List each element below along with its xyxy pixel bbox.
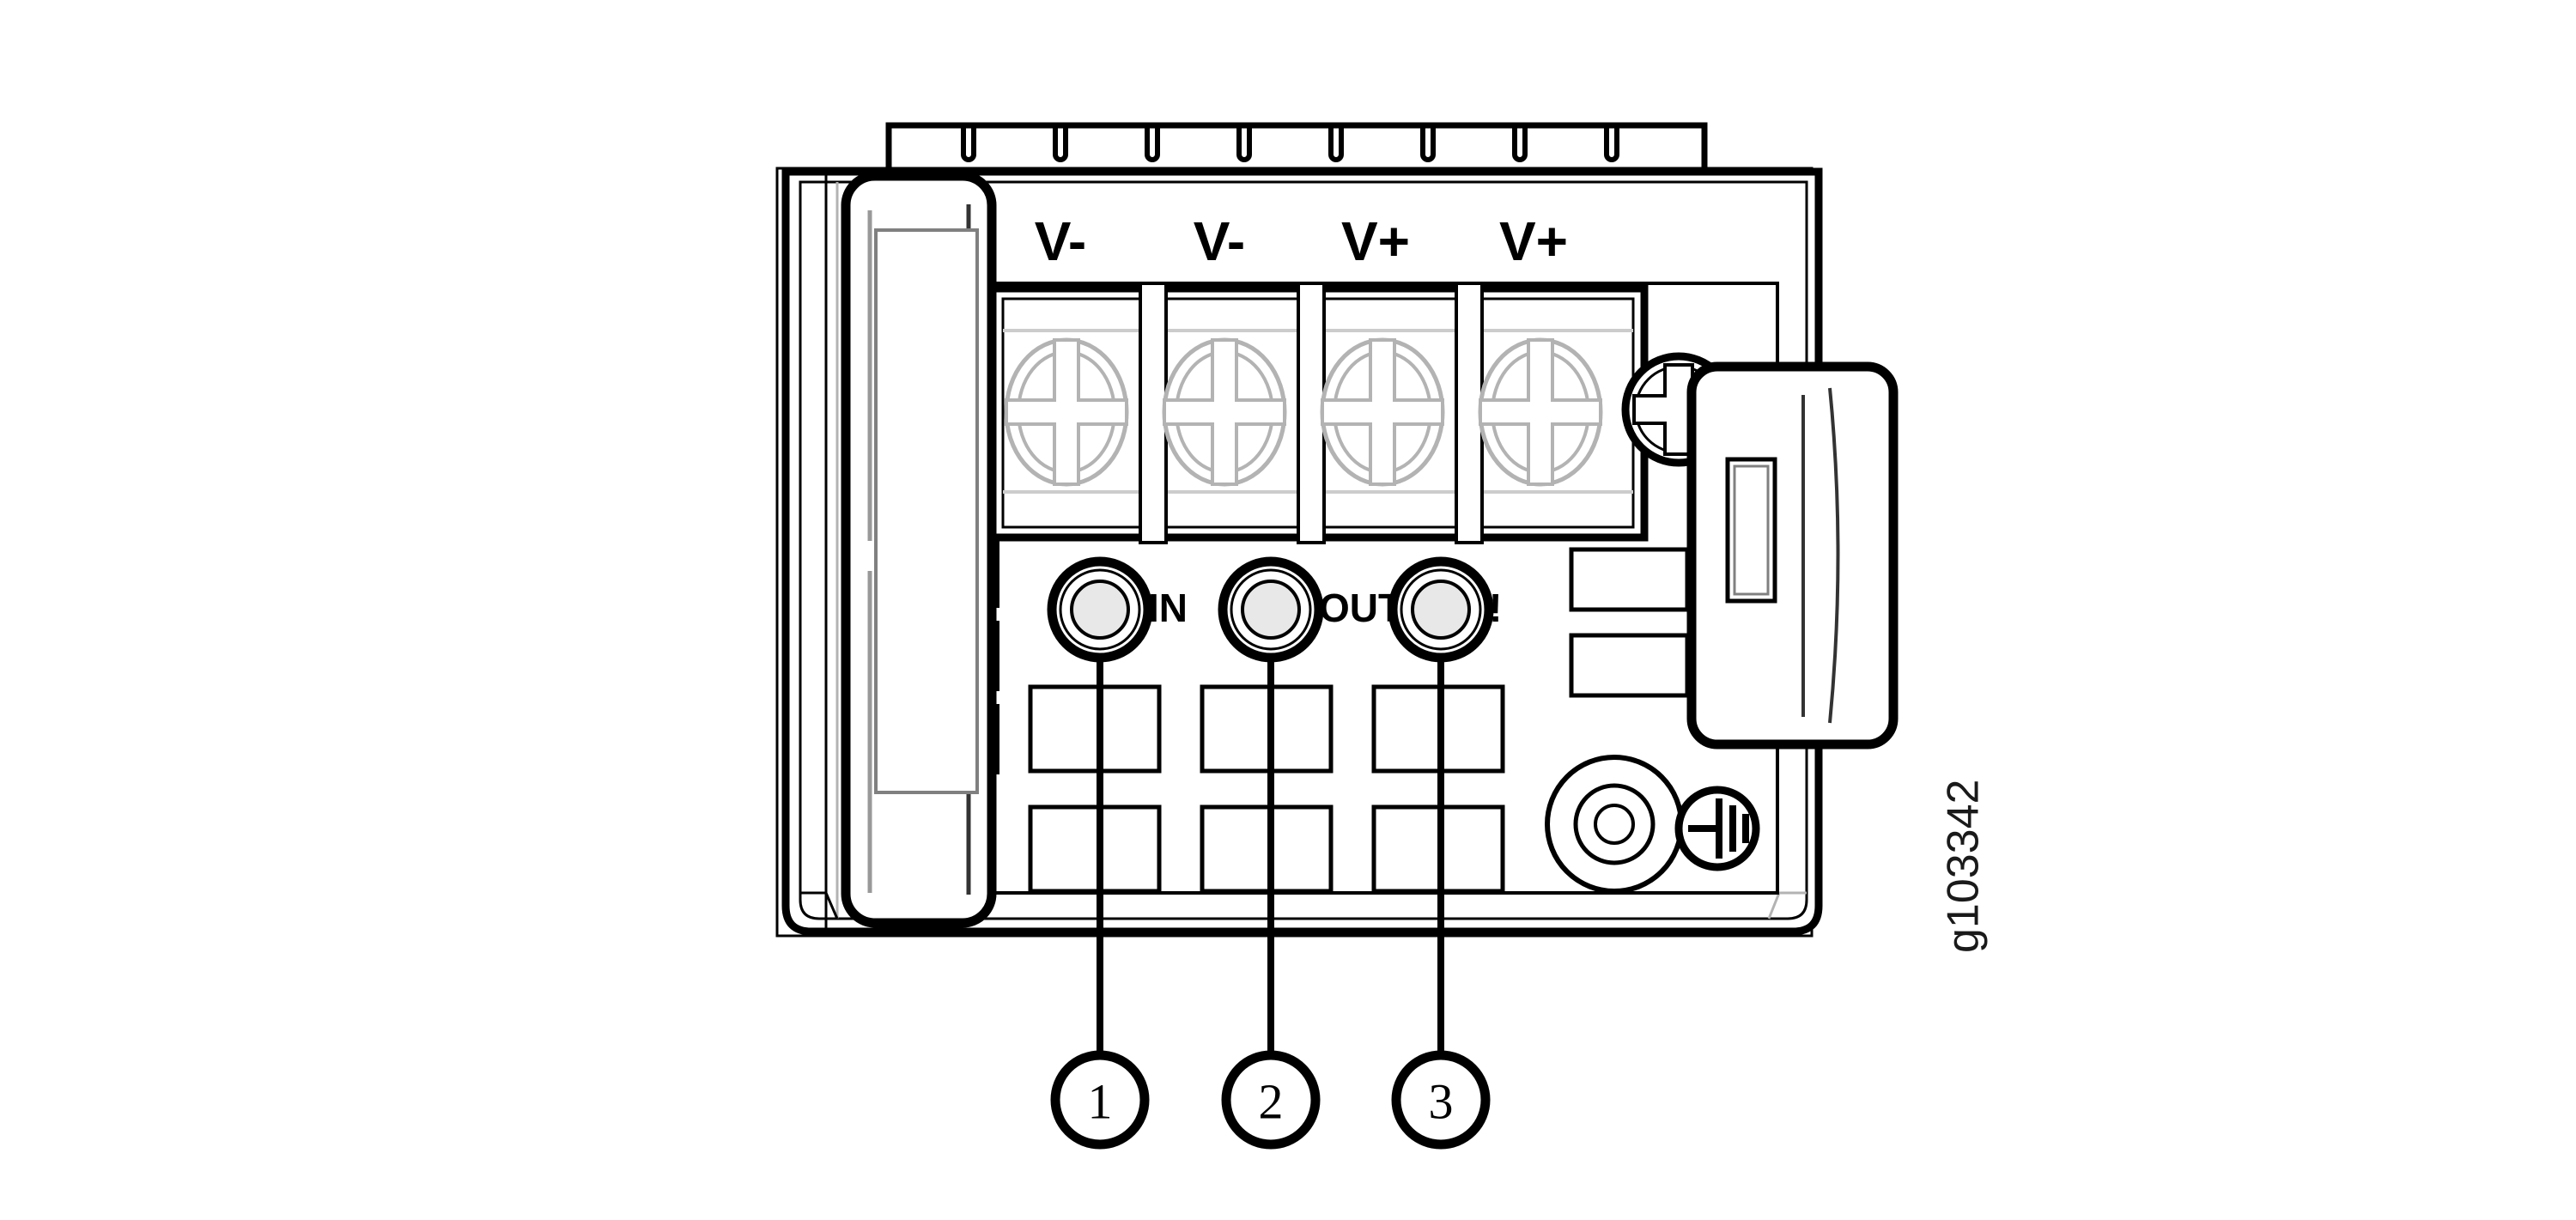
callout-3: 3 <box>1391 1050 1491 1150</box>
top-vent-slots <box>961 123 1619 162</box>
tiedown-slot-r1c2 <box>1200 684 1334 774</box>
terminal-screw-2[interactable] <box>1162 337 1287 487</box>
terminal-screw-3[interactable] <box>1320 337 1445 487</box>
callout-leader-lines-overlay <box>1097 678 1444 1054</box>
left-handle-inner-recess <box>874 228 979 794</box>
callout-2: 2 <box>1221 1050 1321 1150</box>
terminal-block[interactable] <box>987 282 1736 544</box>
terminal-screw-1[interactable] <box>1004 337 1129 487</box>
terminal-label-3: V+ <box>1341 210 1410 272</box>
callout-3-number: 3 <box>1429 1074 1454 1130</box>
right-port-lower <box>1569 633 1690 698</box>
terminal-labels: V- V- V+ V+ <box>1035 210 1568 272</box>
callout-1-number: 1 <box>1088 1074 1113 1130</box>
led-input-label: IN <box>1148 586 1188 630</box>
led-output <box>1218 556 1324 663</box>
led-indicator-group: IN OUT ! <box>1047 556 1502 663</box>
right-side-ports <box>1569 547 1690 698</box>
terminal-screw-4[interactable] <box>1478 337 1603 487</box>
callout-bubbles: 1 2 3 <box>1050 1050 1491 1150</box>
tiedown-slot-r2c2 <box>1200 804 1334 894</box>
grounding-point-icon <box>1674 786 1760 871</box>
callout-1: 1 <box>1050 1050 1150 1150</box>
tiedown-slot-r1c1 <box>1028 684 1162 774</box>
led-fault-label: ! <box>1489 586 1502 630</box>
mounting-hole <box>1545 755 1684 894</box>
cable-tiedown-grid <box>1028 684 1505 894</box>
terminal-label-4: V+ <box>1499 210 1568 272</box>
tiedown-slot-r2c1 <box>1028 804 1162 894</box>
left-ejector-handle[interactable] <box>841 171 997 928</box>
terminal-label-1: V- <box>1035 210 1086 272</box>
led-input <box>1047 556 1153 663</box>
callout-2-number: 2 <box>1259 1074 1284 1130</box>
led-fault <box>1388 556 1494 663</box>
terminal-barriers <box>1139 282 1484 544</box>
figure-id-label: g103342 <box>1939 780 1989 953</box>
terminal-label-2: V- <box>1194 210 1245 272</box>
right-port-upper <box>1569 547 1690 612</box>
right-ejector-latch[interactable] <box>1686 361 1899 750</box>
